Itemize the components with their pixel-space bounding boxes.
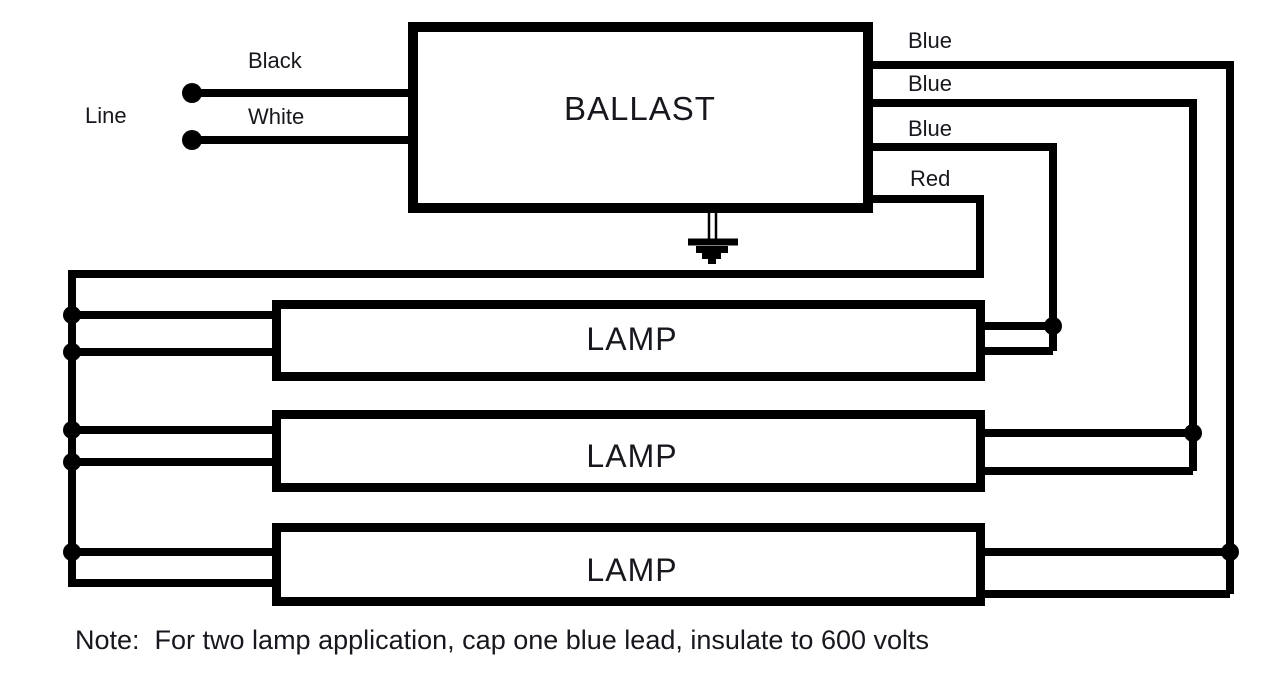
lamp-3-box xyxy=(272,523,985,606)
wire-blue-2 xyxy=(868,99,1197,471)
junction-dot xyxy=(1184,424,1202,442)
white-wire-label: White xyxy=(248,104,304,129)
wire-blue-3 xyxy=(868,143,1057,351)
red-wire-label: Red xyxy=(910,166,950,191)
junction-dot xyxy=(63,543,81,561)
lamp-3-label: LAMP xyxy=(586,552,677,588)
junction-dot xyxy=(63,421,81,439)
junction-dot xyxy=(1221,543,1239,561)
blue-wire-label-3: Blue xyxy=(908,116,952,141)
line-terminal-dot xyxy=(182,83,202,103)
junction-dot xyxy=(1044,317,1062,335)
black-wire-label: Black xyxy=(248,48,303,73)
ballast-box xyxy=(408,22,873,213)
line-label: Line xyxy=(85,103,127,128)
lamp-2-box xyxy=(272,410,985,492)
wire-red-and-left-bus xyxy=(68,195,984,587)
lamp-1-label: LAMP xyxy=(586,321,677,357)
junction-dot xyxy=(63,453,81,471)
lamp-1-box xyxy=(272,300,985,381)
junction-dot xyxy=(63,343,81,361)
wire-blue-1 xyxy=(868,61,1234,594)
blue-wire-label-1: Blue xyxy=(908,28,952,53)
blue-wire-label-2: Blue xyxy=(908,71,952,96)
ground-icon xyxy=(688,213,738,264)
note-text: Note: For two lamp application, cap one … xyxy=(75,625,929,655)
lamp-2-label: LAMP xyxy=(586,438,677,474)
line-terminal-dot xyxy=(182,130,202,150)
junction-dot xyxy=(63,306,81,324)
ballast-label: BALLAST xyxy=(564,90,716,127)
